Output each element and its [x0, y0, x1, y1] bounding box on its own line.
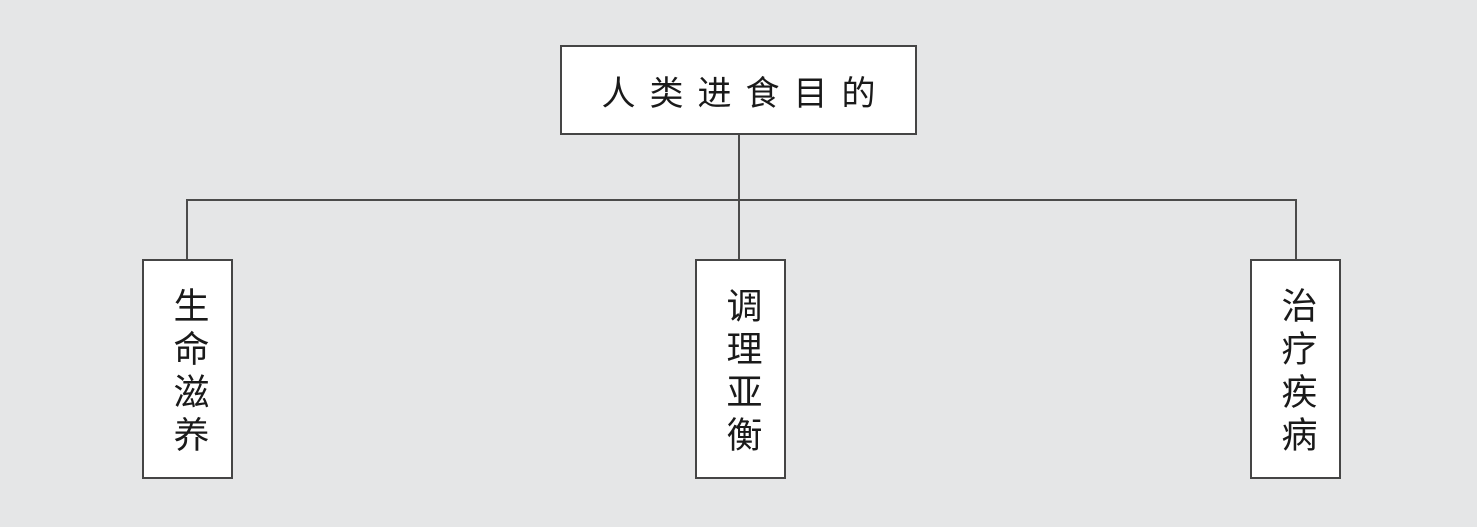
child-node-label: 治疗疾病	[1275, 286, 1317, 459]
root-node-label: 人类进食目的	[601, 73, 890, 114]
connector-right-vertical	[1295, 199, 1297, 259]
child-node-regulate-subhealth: 调理亚衡	[695, 259, 786, 479]
child-node-treat-disease: 治疗疾病	[1250, 259, 1341, 479]
connector-left-vertical	[186, 199, 188, 259]
child-node-label: 调理亚衡	[720, 286, 762, 459]
child-node-life-nourishment: 生命滋养	[142, 259, 233, 479]
connector-root-vertical	[738, 135, 740, 259]
child-node-label: 生命滋养	[167, 286, 209, 459]
connector-horizontal-bar	[186, 199, 1297, 201]
root-node-human-eating-purpose: 人类进食目的	[560, 45, 917, 135]
